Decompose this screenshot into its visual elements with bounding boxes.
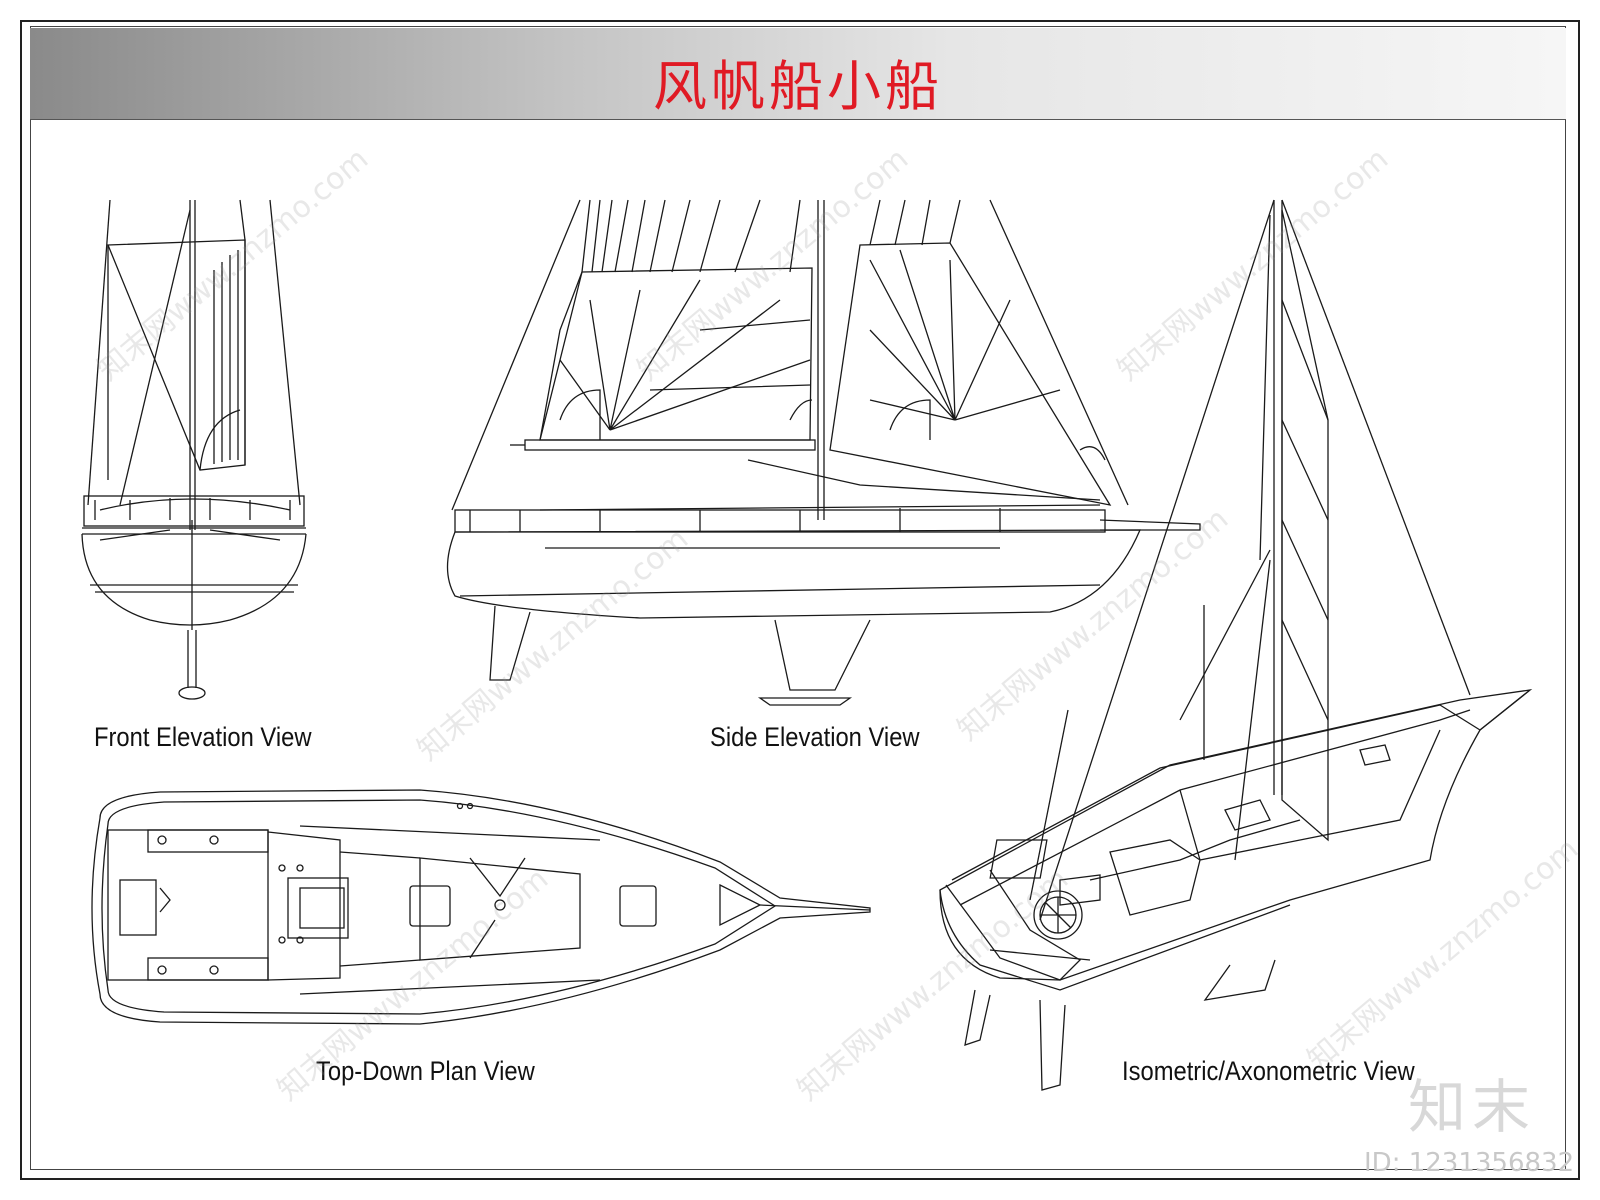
side-elevation-drawing: [446, 199, 1201, 706]
drawing-frame: [30, 26, 1566, 1170]
front-elevation-drawing: [81, 199, 307, 700]
title-bar: 风帆船小船: [30, 28, 1566, 120]
image-id: ID: 1231356832: [1364, 1148, 1575, 1178]
brand-logo: 知末: [1408, 1073, 1537, 1141]
isometric-drawing: [939, 199, 1533, 1091]
iso-view-label: Isometric/Axonometric View: [1122, 1056, 1415, 1086]
plan-view-label: Top-Down Plan View: [316, 1056, 535, 1086]
drawing-sheet: [20, 20, 1580, 1180]
page-title: 风帆船小船: [653, 55, 943, 118]
front-view-label: Front Elevation View: [94, 722, 312, 752]
plan-view-drawing: [91, 789, 871, 1025]
side-view-label: Side Elevation View: [710, 722, 920, 752]
